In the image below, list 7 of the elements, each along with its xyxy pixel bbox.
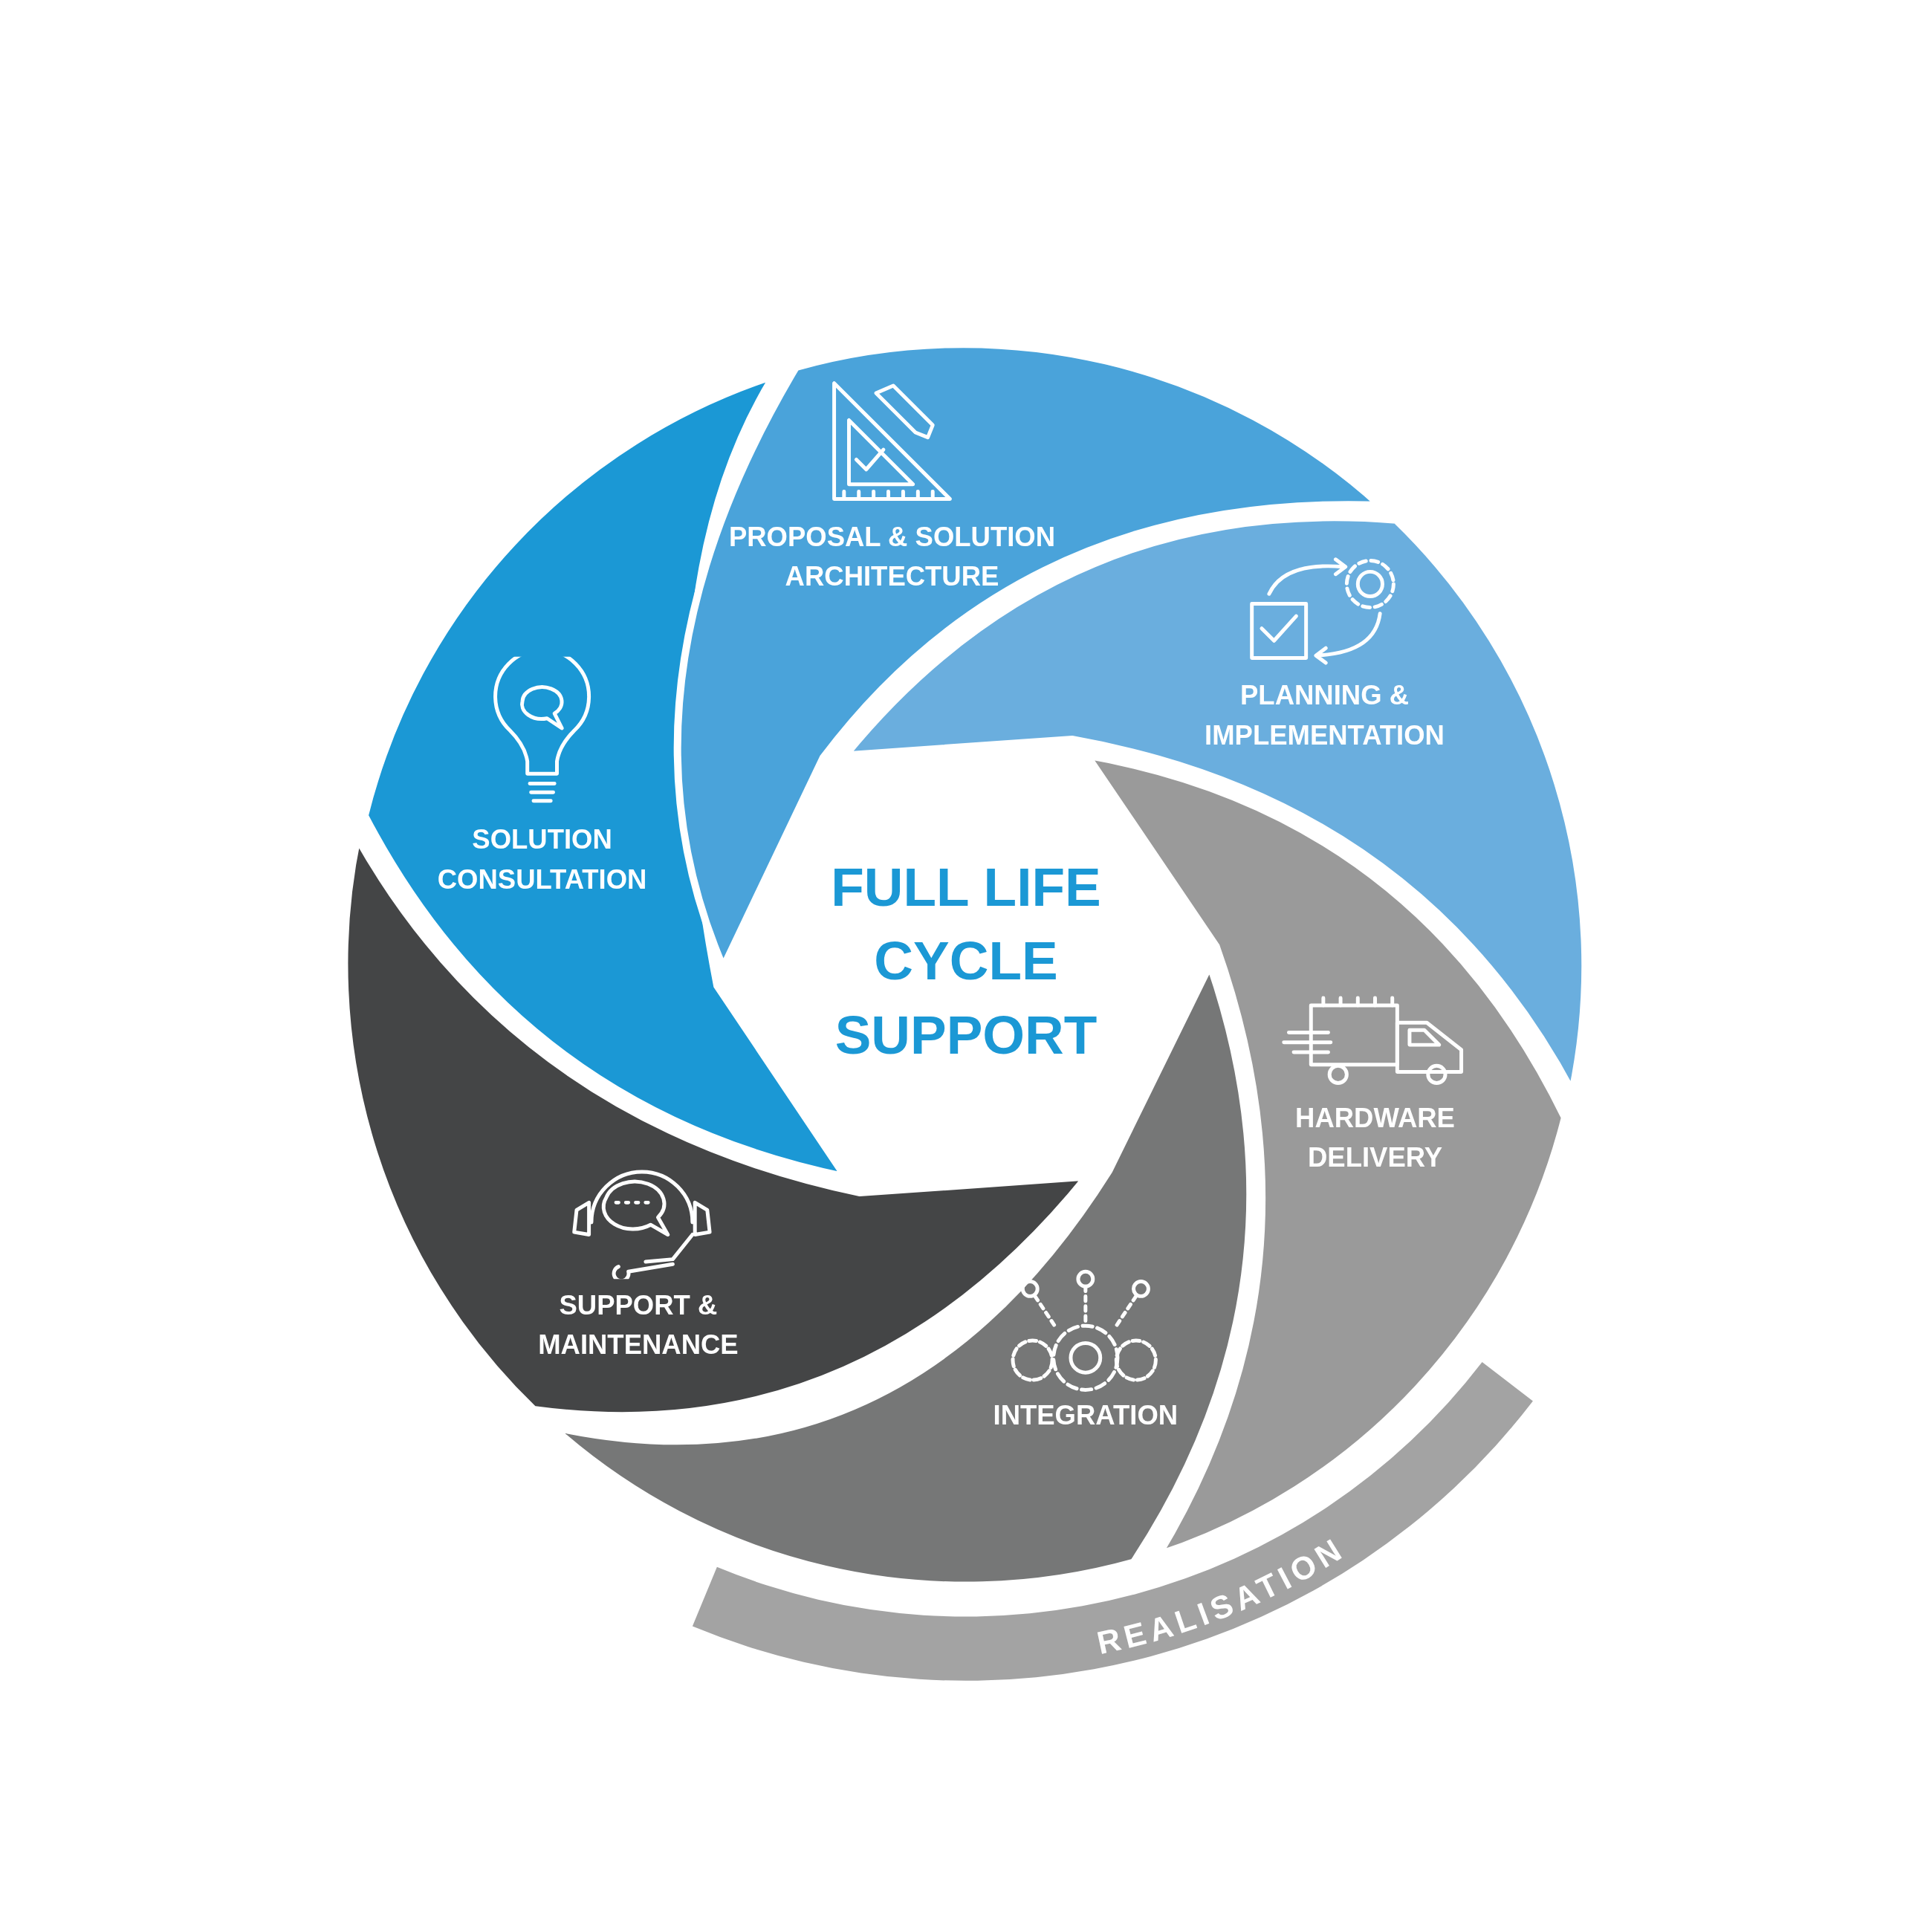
stage-label: PROPOSAL & SOLUTION ARCHITECTURE — [727, 520, 1057, 593]
stage-label: INTEGRATION — [992, 1398, 1179, 1433]
stage-label: SOLUTION CONSULTATION — [436, 823, 648, 896]
stage-label: PLANNING & IMPLEMENTATION — [1204, 679, 1445, 752]
stage-label: HARDWARE DELIVERY — [1294, 1102, 1456, 1175]
stage-label: SUPPORT & MAINTENANCE — [537, 1289, 739, 1362]
center-title: FULL LIFE CYCLE SUPPORT — [830, 855, 1102, 1066]
